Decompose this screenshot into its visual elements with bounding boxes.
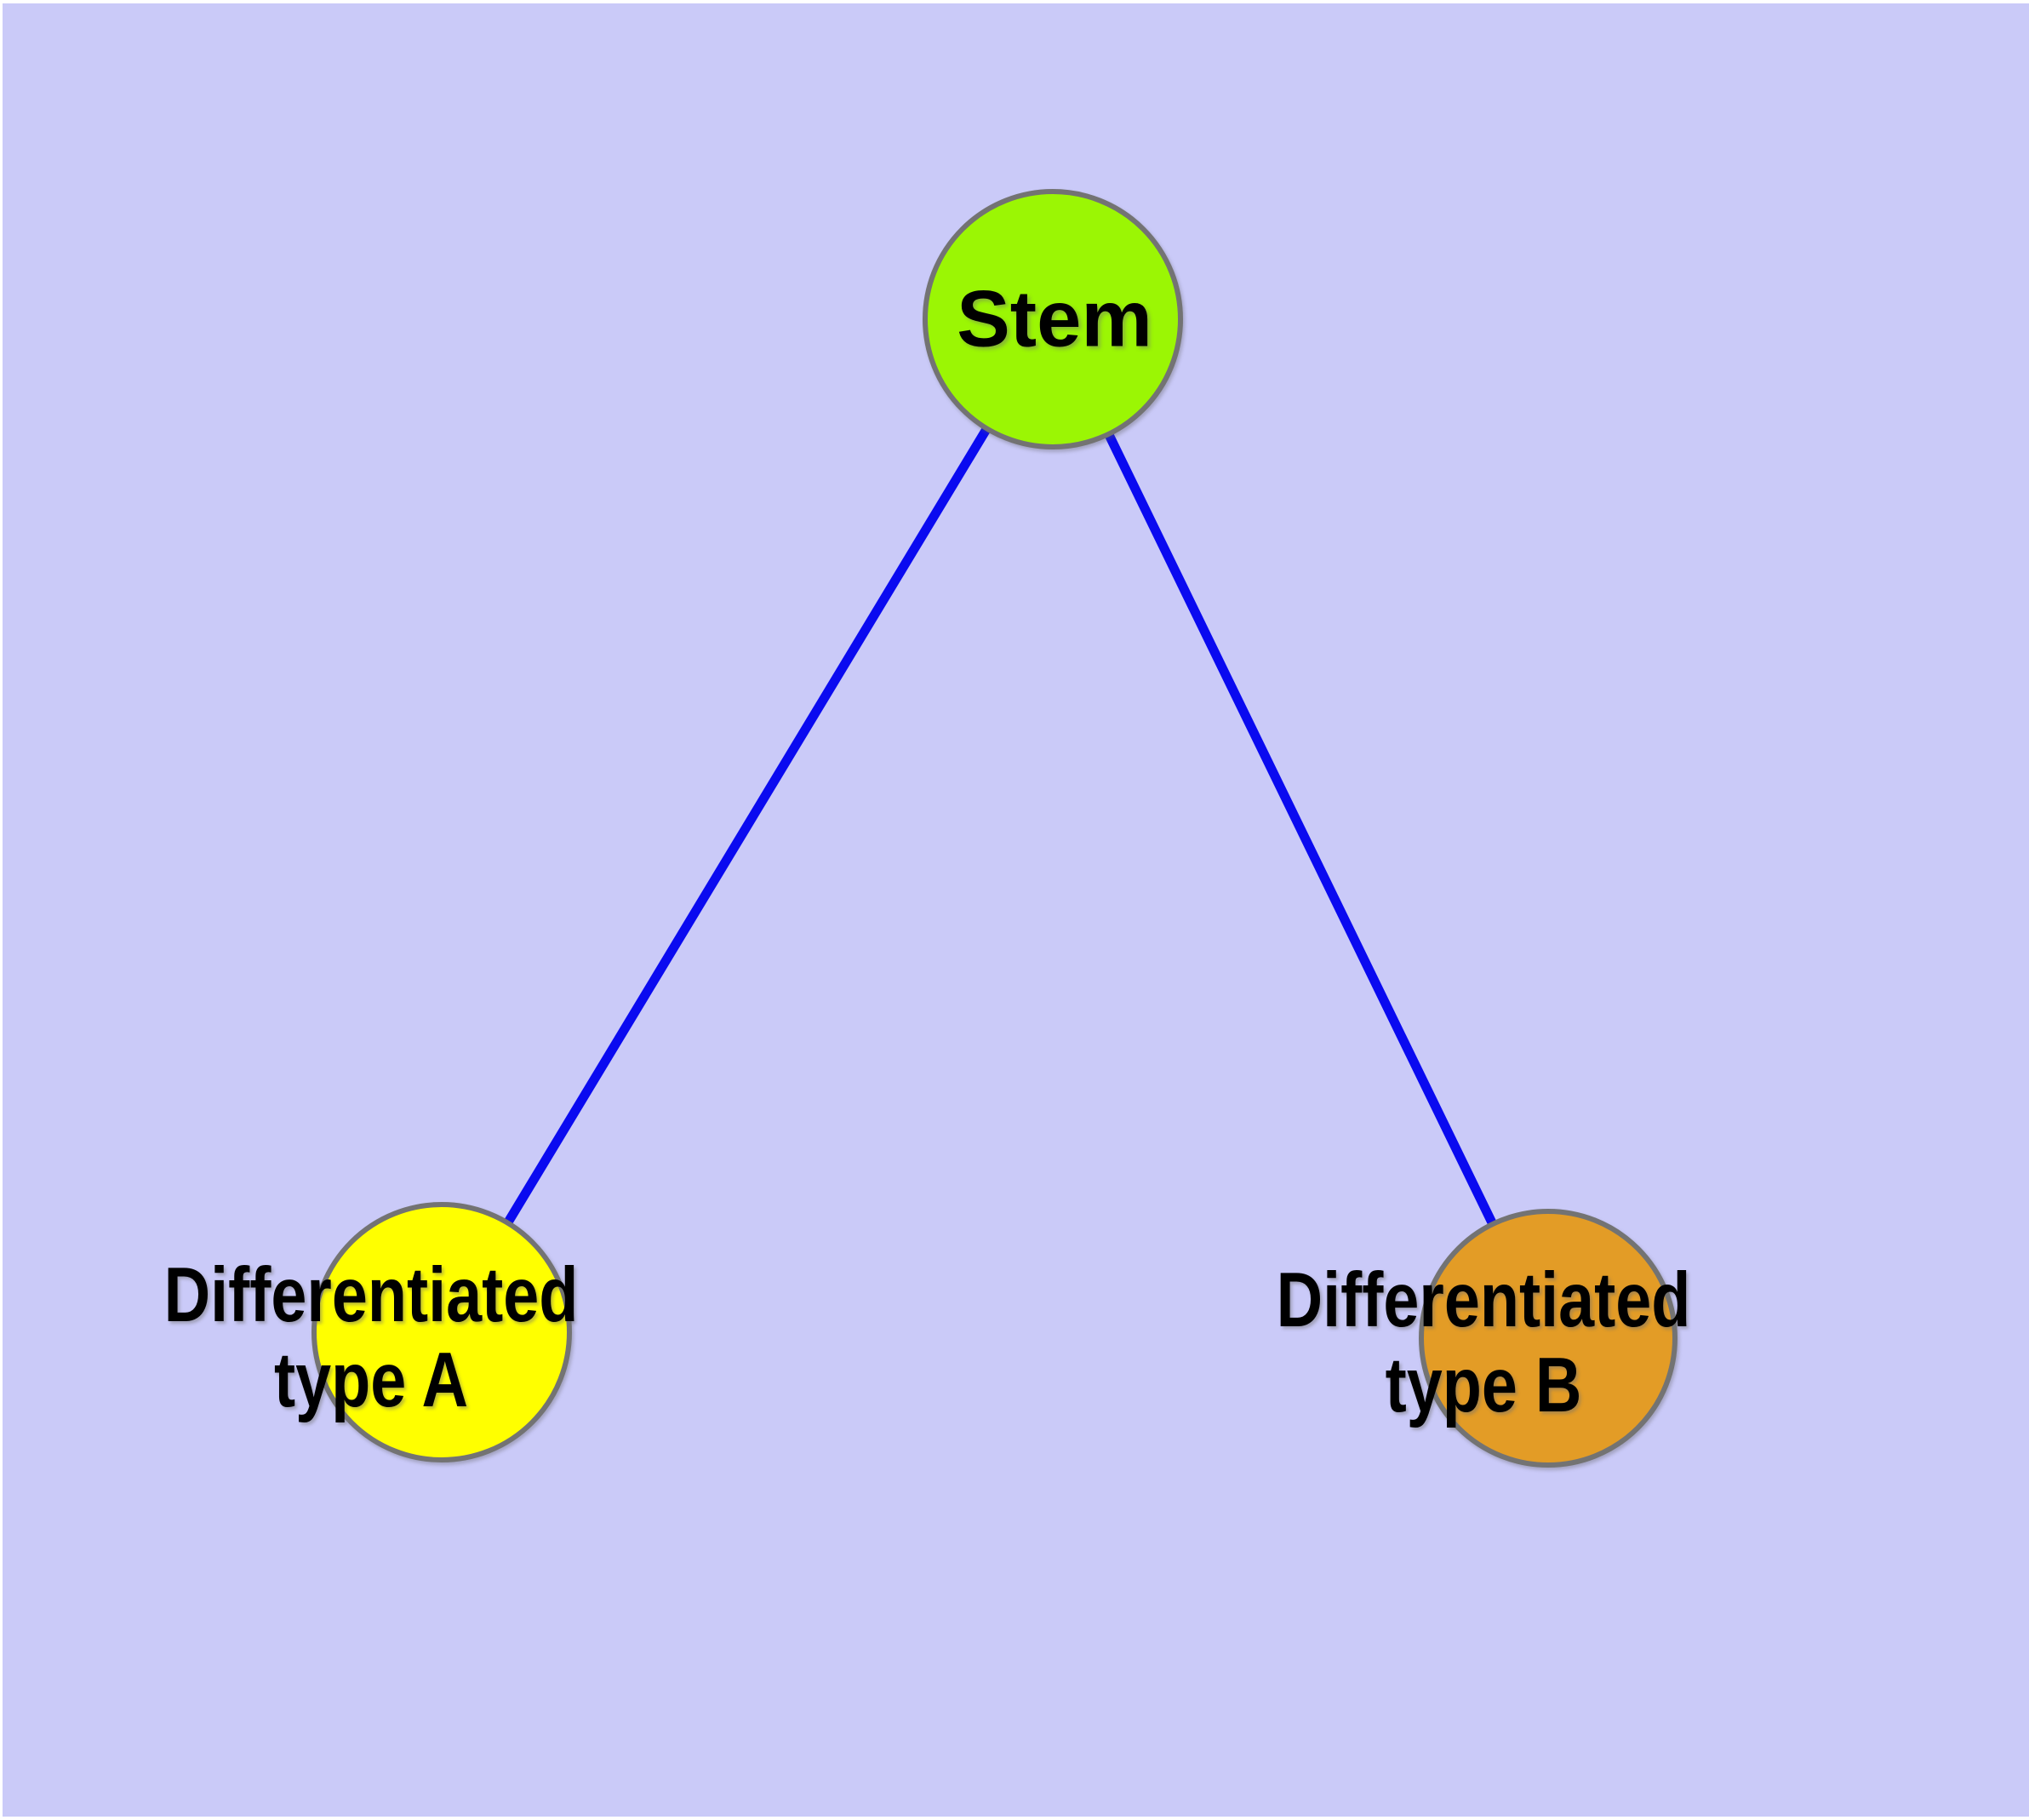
- node-circle-stem: [923, 189, 1183, 449]
- diagram-canvas: Stem Differentiated type A Differentiate…: [3, 3, 2029, 1817]
- edge-stem-to-typeA: [437, 317, 1057, 1335]
- node-circle-typeA: [311, 1202, 572, 1462]
- node-circle-typeB: [1419, 1209, 1677, 1468]
- edge-stem-to-typeB: [1049, 317, 1552, 1341]
